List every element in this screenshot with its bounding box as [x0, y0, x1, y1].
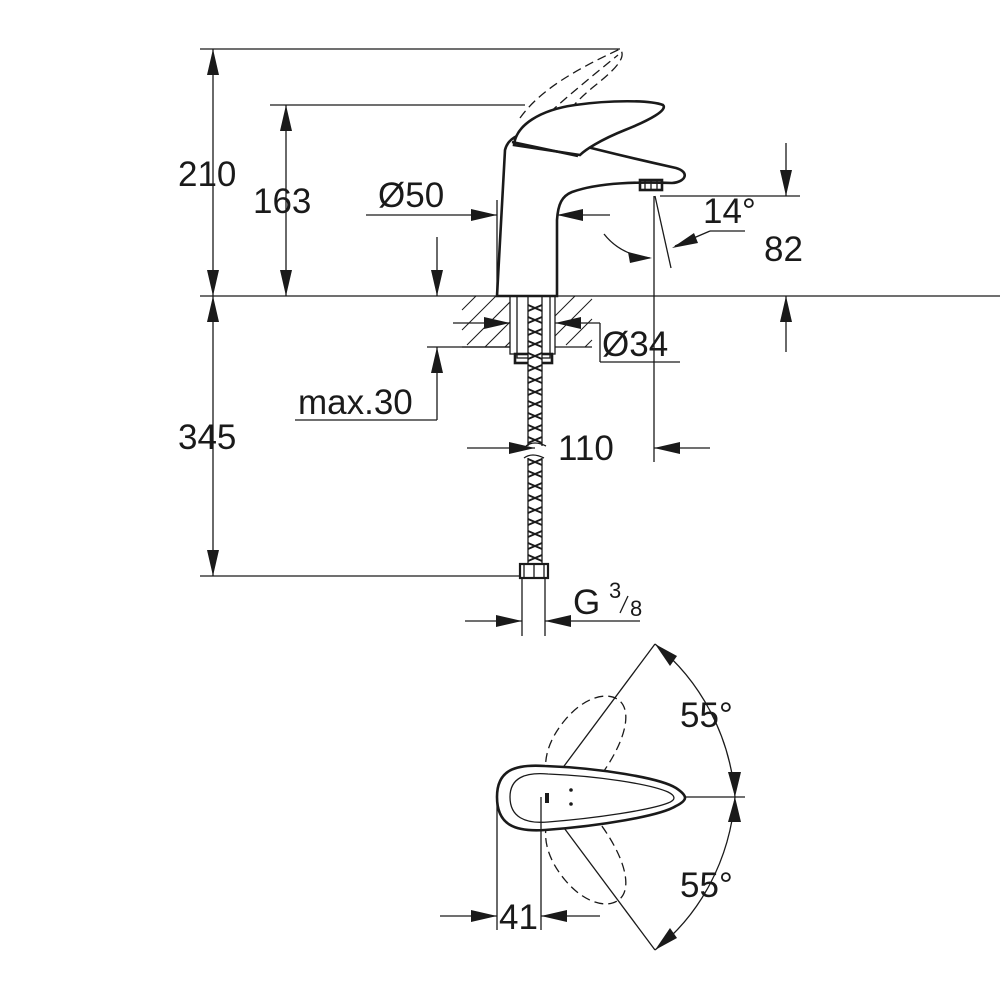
dimension-345: 345	[178, 296, 236, 576]
dimension-163: 163	[253, 105, 311, 296]
dim-label-diameter-34: Ø34	[602, 325, 668, 364]
dimension-diameter-50: Ø50	[366, 176, 610, 296]
outlet-marker-icon	[545, 793, 549, 803]
dim-label-110: 110	[558, 429, 614, 468]
dimension-210: 210	[178, 49, 236, 296]
dimension-thread-g38: G 3 8	[465, 578, 642, 636]
dim-label-diameter-50: Ø50	[378, 176, 444, 215]
dim-label-thread-denominator: 8	[630, 596, 642, 621]
dim-label-41: 41	[499, 898, 538, 937]
dimension-82: 82	[660, 143, 803, 352]
lever-position-right	[544, 799, 627, 905]
dimension-max-30: max.30	[295, 346, 510, 422]
dim-label-rotation-lower: 55°	[680, 866, 733, 905]
dim-label-210: 210	[178, 155, 236, 194]
dimension-rotation-55-upper: 55°	[654, 643, 741, 798]
dim-label-163: 163	[253, 182, 311, 221]
braided-hose	[518, 295, 550, 580]
dimension-diameter-34: Ø34	[453, 317, 680, 364]
dim-label-max-30: max.30	[298, 383, 413, 422]
dim-label-82: 82	[764, 230, 803, 269]
dimension-110: 110	[467, 196, 710, 468]
lever-position-left	[544, 695, 627, 801]
top-view: 55° 55° 41	[440, 643, 745, 951]
side-view: 210 163 345 Ø50	[178, 48, 1000, 636]
faucet-body-side	[495, 48, 686, 298]
dim-label-thread-g: G	[573, 583, 600, 622]
dimension-41: 41	[440, 898, 600, 937]
faucet-base-top	[495, 764, 687, 832]
dim-label-angle-14: 14°	[703, 192, 756, 231]
dimension-max30-top-arrow	[431, 237, 443, 296]
dimension-angle-14: 14°	[603, 192, 756, 269]
dimension-rotation-55-lower: 55°	[654, 796, 741, 951]
dim-label-rotation-upper: 55°	[680, 696, 733, 735]
dim-label-345: 345	[178, 418, 236, 457]
dim-label-thread-numerator: 3	[609, 578, 621, 603]
